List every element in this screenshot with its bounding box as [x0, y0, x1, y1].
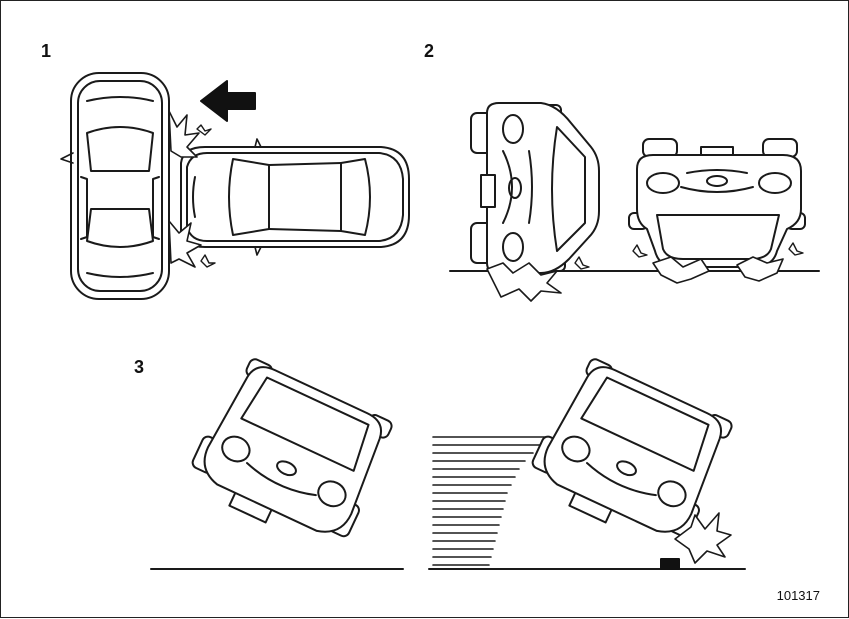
impact-burst-icon	[168, 110, 200, 158]
car-tipping-side	[470, 102, 600, 274]
panel-3-number: 3	[134, 357, 145, 377]
spark-icon	[788, 242, 804, 256]
striking-car-top-view	[180, 138, 410, 256]
panel-1-number: 1	[41, 41, 52, 61]
spark-icon	[200, 254, 216, 268]
impact-burst-icon	[168, 220, 202, 268]
impact-burst-icon	[736, 256, 784, 282]
panel-1-side-impact	[60, 72, 410, 300]
spark-icon	[632, 244, 648, 258]
car-tripping-on-curb	[531, 358, 733, 538]
panel-2-rollover	[449, 102, 820, 302]
impact-burst-icon	[652, 256, 710, 284]
panel-2-number: 2	[424, 41, 435, 61]
spark-icon	[196, 124, 212, 136]
spark-icon	[574, 256, 590, 270]
curb-obstacle	[660, 558, 680, 570]
car-upside-down	[628, 138, 806, 268]
impact-direction-arrow-icon	[200, 80, 256, 122]
impact-burst-icon	[486, 262, 562, 302]
figure-reference-number: 101317	[776, 588, 820, 603]
skid-marks	[432, 436, 548, 566]
car-tilting-left	[191, 358, 393, 538]
struck-car-top-view	[60, 72, 170, 300]
impact-burst-icon	[674, 512, 732, 564]
panel-3-trip-rollover	[150, 358, 746, 570]
